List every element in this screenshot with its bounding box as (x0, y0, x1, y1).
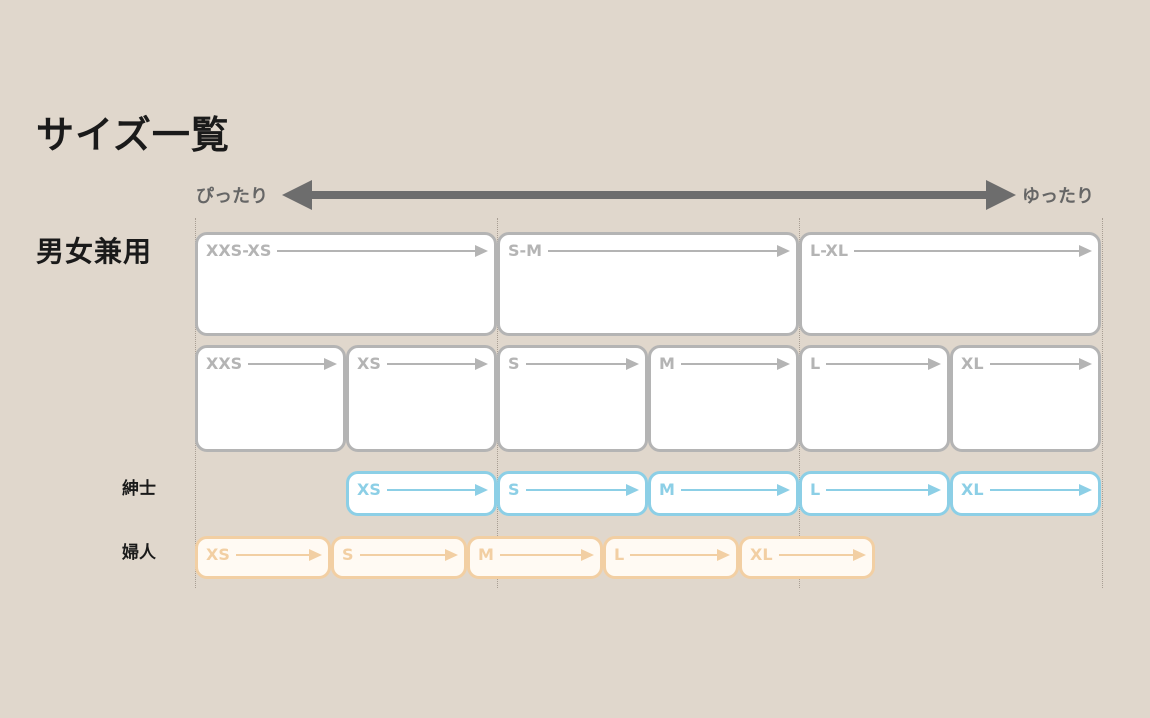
unisex-range-box: XXS-XS (195, 232, 497, 336)
unisex-size-box: M (648, 345, 799, 452)
size-label: XS (357, 354, 381, 373)
guide-line (1102, 218, 1103, 588)
size-label: XXS (206, 354, 243, 373)
men-size-box: L (799, 471, 950, 516)
arrow-right-icon (386, 480, 488, 500)
women-size-box: S (331, 536, 467, 579)
size-label: XL (750, 545, 773, 564)
unisex-size-box: S (497, 345, 648, 452)
unisex-size-box: XXS (195, 345, 346, 452)
unisex-size-box: XS (346, 345, 497, 452)
size-label: M (478, 545, 494, 564)
arrow-right-icon (680, 480, 790, 500)
loose-fit-label: ゆったり (1022, 186, 1094, 207)
size-label: M (659, 354, 675, 373)
arrow-right-icon (630, 545, 730, 565)
size-label: XL (961, 354, 984, 373)
size-label: L (614, 545, 625, 564)
unisex-row-label: 男女兼用 (36, 235, 153, 268)
arrow-right-icon (248, 354, 337, 374)
size-label: M (659, 480, 675, 499)
men-size-box: M (648, 471, 799, 516)
arrow-right-icon (826, 480, 941, 500)
size-label: S (508, 354, 520, 373)
size-label: L (810, 480, 821, 499)
arrow-right-icon (359, 545, 458, 565)
size-label: XXS-XS (206, 241, 272, 260)
women-size-box: XS (195, 536, 331, 579)
men-size-box: S (497, 471, 648, 516)
size-label: XL (961, 480, 984, 499)
arrow-right-icon (235, 545, 322, 565)
unisex-size-box: XL (950, 345, 1101, 452)
arrow-right-icon (989, 354, 1092, 374)
tight-fit-label: ぴったり (196, 186, 268, 207)
fit-scale-arrow (282, 180, 1016, 210)
arrow-right-icon (680, 354, 790, 374)
size-label: XS (357, 480, 381, 499)
arrow-right-icon (826, 354, 941, 374)
women-size-box: M (467, 536, 603, 579)
size-label: S-M (508, 241, 543, 260)
unisex-range-box: L-XL (799, 232, 1101, 336)
size-label: L-XL (810, 241, 849, 260)
arrow-right-icon (525, 480, 639, 500)
women-row-label: 婦人 (122, 543, 156, 563)
arrow-right-icon (277, 241, 488, 261)
women-size-box: XL (739, 536, 875, 579)
arrow-right-icon (499, 545, 594, 565)
arrow-right-icon (989, 480, 1092, 500)
men-size-box: XL (950, 471, 1101, 516)
size-label: XS (206, 545, 230, 564)
size-label: L (810, 354, 821, 373)
men-row-label: 紳士 (122, 479, 156, 499)
unisex-size-box: L (799, 345, 950, 452)
men-size-box: XS (346, 471, 497, 516)
arrow-right-icon (386, 354, 488, 374)
page-title: サイズ一覧 (36, 113, 230, 157)
size-label: S (342, 545, 354, 564)
arrow-right-icon (525, 354, 639, 374)
arrow-right-icon (778, 545, 866, 565)
women-size-box: L (603, 536, 739, 579)
size-label: S (508, 480, 520, 499)
arrow-right-icon (548, 241, 790, 261)
arrow-right-icon (854, 241, 1092, 261)
unisex-range-box: S-M (497, 232, 799, 336)
